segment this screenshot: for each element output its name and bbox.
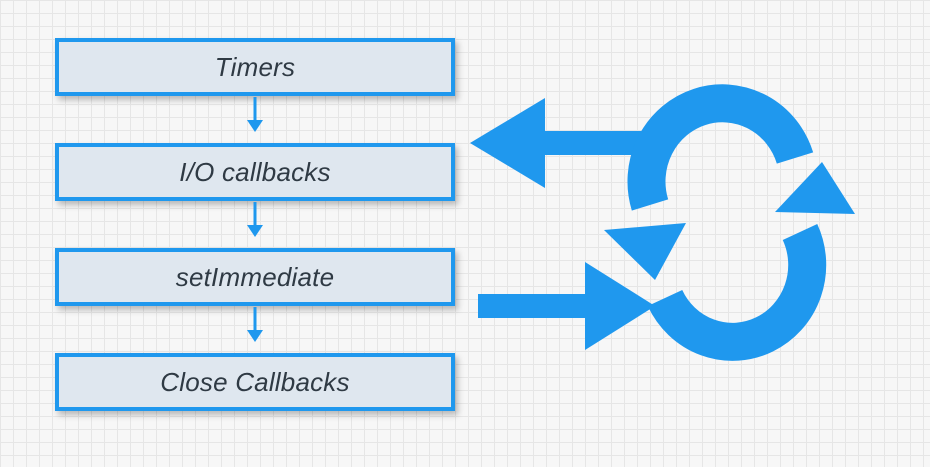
arrow-right-icon xyxy=(478,262,655,350)
arrow-down-icon xyxy=(247,202,263,237)
arrow-left-icon xyxy=(470,98,648,188)
phase-box-close-callbacks: Close Callbacks xyxy=(55,353,455,411)
phase-box-timers: Timers xyxy=(55,38,455,96)
phase-label-setimmediate: setImmediate xyxy=(175,261,335,292)
phase-label-io-callbacks: I/O callbacks xyxy=(179,156,331,187)
phase-label-timers: Timers xyxy=(214,51,296,82)
refresh-cycle-icon xyxy=(604,84,855,361)
arrow-down-icon xyxy=(247,97,263,132)
phase-label-close-callbacks: Close Callbacks xyxy=(160,366,350,397)
phase-box-io-callbacks: I/O callbacks xyxy=(55,143,455,201)
arrow-down-icon xyxy=(247,307,263,342)
phase-box-setimmediate: setImmediate xyxy=(55,248,455,306)
